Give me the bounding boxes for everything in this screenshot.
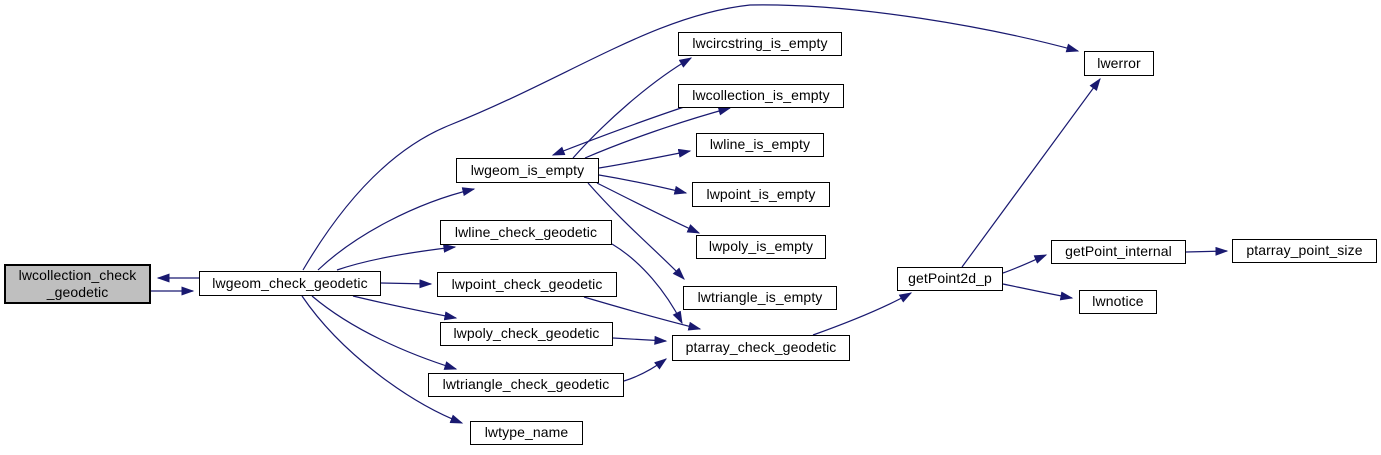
edge-lwgeom_is_empty-to-lwline_is_empty [598, 148, 692, 169]
node-lwpoint_check_geodetic[interactable]: lwpoint_check_geodetic [437, 272, 617, 297]
node-lwline_check_geodetic[interactable]: lwline_check_geodetic [440, 220, 612, 245]
edge-lwgeom_check_geodetic-to-lwgeom_is_empty [317, 187, 476, 271]
edge-lwgeom_is_empty-to-lwcircstring_is_empty [572, 57, 693, 159]
node-lwerror[interactable]: lwerror [1084, 51, 1154, 76]
node-lwpoint_is_empty[interactable]: lwpoint_is_empty [692, 182, 830, 207]
edge-getPoint2d_p-to-lwerror [961, 77, 1101, 268]
edge-ptarray_check_geodetic-to-getPoint2d_p [812, 292, 913, 336]
edge-lwgeom_check_geodetic-to-lwpoint_check_geodetic [380, 279, 433, 289]
node-lwpoly_check_geodetic[interactable]: lwpoly_check_geodetic [440, 322, 613, 346]
node-lwgeom_is_empty[interactable]: lwgeom_is_empty [456, 158, 599, 183]
edge-lwpoly_check_geodetic-to-ptarray_check_geodetic [612, 335, 668, 345]
node-getPoint_internal[interactable]: getPoint_internal [1051, 240, 1186, 264]
edge-lwgeom_check_geodetic-to-lwline_check_geodetic [336, 243, 457, 271]
node-lwpoly_is_empty[interactable]: lwpoly_is_empty [696, 235, 826, 259]
edge-lwpoint_check_geodetic-to-ptarray_check_geodetic [583, 296, 702, 331]
edge-lwgeom_check_geodetic-to-lwtriangle_check_geodetic [311, 295, 458, 370]
edge-lwline_check_geodetic-to-ptarray_check_geodetic [611, 243, 683, 325]
node-lwgeom_check_geodetic[interactable]: lwgeom_check_geodetic [199, 271, 381, 296]
edge-lwgeom_check_geodetic-to-lwerror [302, 4, 1080, 271]
node-lwtriangle_check_geodetic[interactable]: lwtriangle_check_geodetic [428, 373, 624, 397]
node-ptarray_check_geodetic[interactable]: ptarray_check_geodetic [672, 335, 850, 361]
edge-getPoint2d_p-to-lwnotice [1002, 283, 1074, 301]
edge-lwgeom_is_empty-to-lwcollection_is_empty [584, 106, 732, 159]
edge-lwgeom_is_empty-to-lwtriangle_is_empty [587, 182, 685, 280]
edge-lwcollection_is_empty-to-lwgeom_is_empty [551, 106, 685, 156]
edge-getPoint_internal-to-ptarray_point_size [1185, 246, 1229, 256]
node-lwcollection_is_empty[interactable]: lwcollection_is_empty [678, 84, 844, 108]
edge-getPoint2d_p-to-getPoint_internal [1002, 254, 1048, 274]
edge-lwtriangle_check_geodetic-to-ptarray_check_geodetic [623, 358, 668, 382]
node-lwtype_name[interactable]: lwtype_name [470, 421, 583, 445]
edge-lwgeom_check_geodetic-to-lwtype_name [301, 295, 464, 424]
edge-lwgeom_check_geodetic-to-lwpoly_check_geodetic [352, 295, 458, 321]
node-ptarray_point_size[interactable]: ptarray_point_size [1232, 239, 1377, 263]
edge-lwgeom_is_empty-to-lwpoly_is_empty [596, 182, 701, 234]
node-lwcircstring_is_empty[interactable]: lwcircstring_is_empty [678, 32, 842, 56]
node-lwtriangle_is_empty[interactable]: lwtriangle_is_empty [683, 286, 837, 310]
node-lwcollection_check_geodetic: lwcollection_check _geodetic [4, 264, 151, 304]
node-getPoint2d_p[interactable]: getPoint2d_p [897, 267, 1003, 291]
node-lwnotice[interactable]: lwnotice [1079, 290, 1157, 314]
node-lwline_is_empty[interactable]: lwline_is_empty [696, 133, 824, 157]
edge-lwgeom_is_empty-to-lwpoint_is_empty [598, 174, 688, 195]
